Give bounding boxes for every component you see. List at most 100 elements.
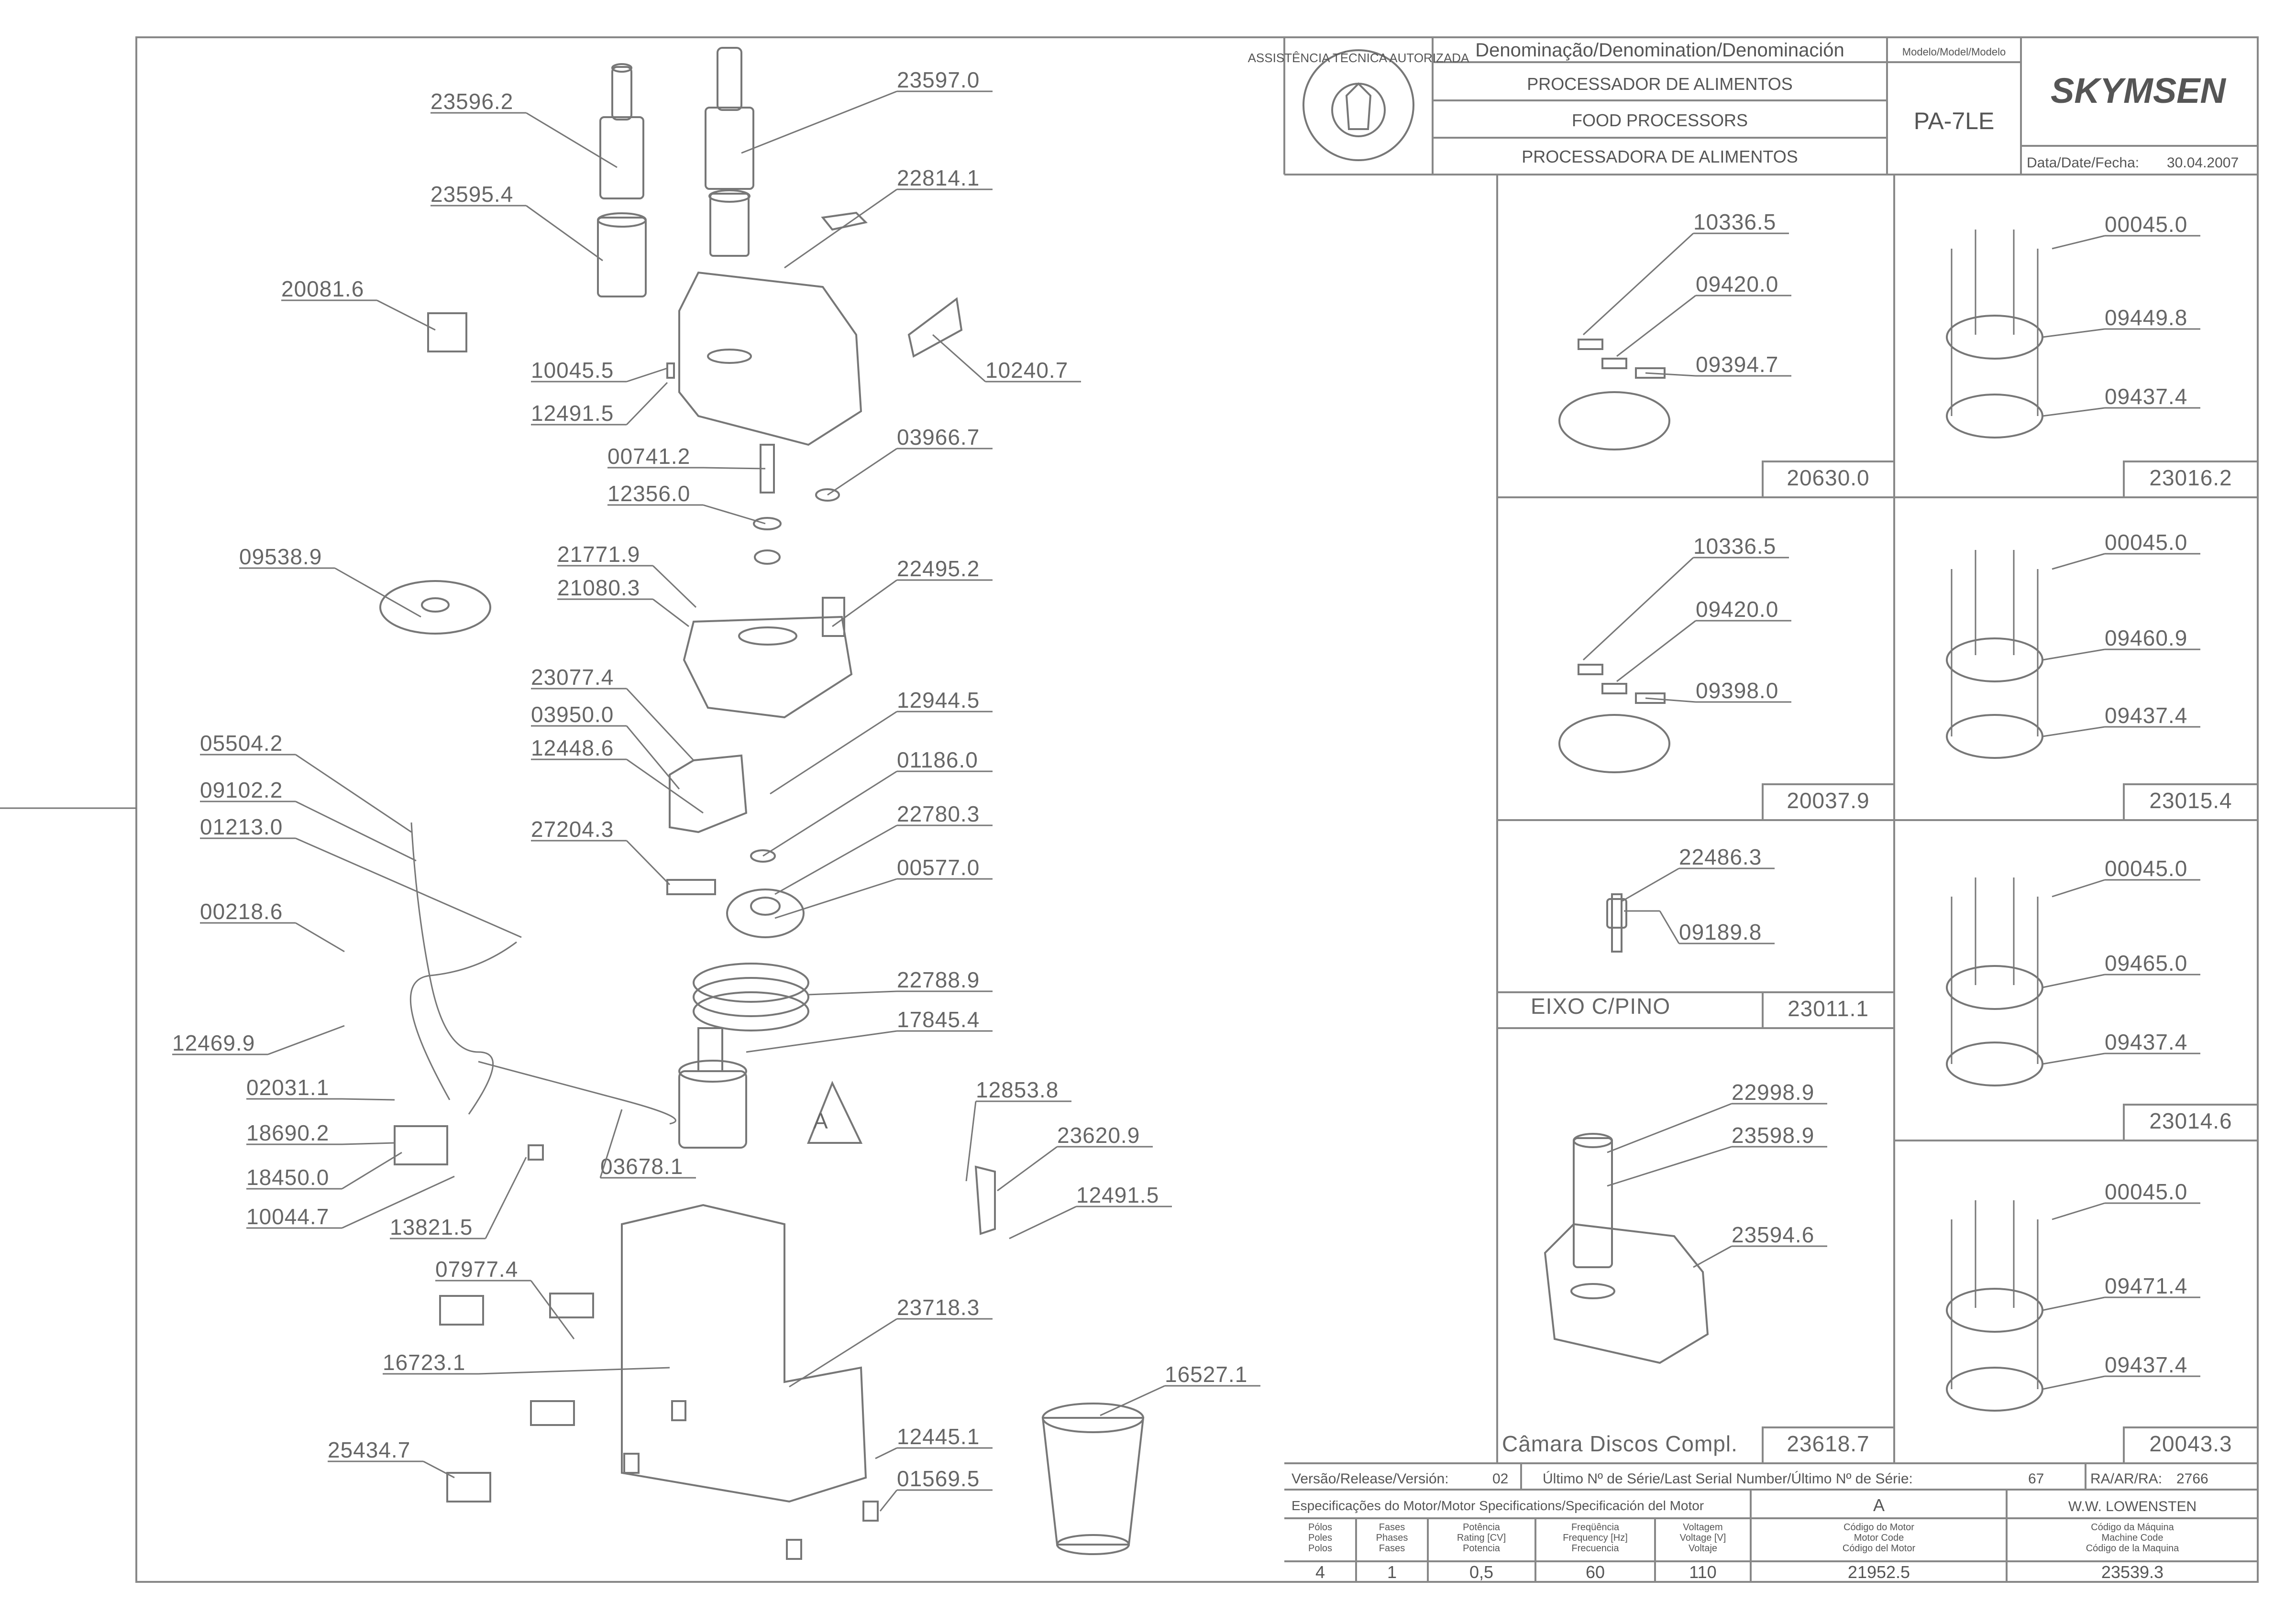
kit-part-number: 22486.3 <box>1679 844 1762 869</box>
bowl-base <box>683 615 853 719</box>
spec-value: 4 <box>1315 1562 1325 1582</box>
kit-part-number: 09189.8 <box>1679 920 1762 944</box>
leader-line <box>2052 235 2105 250</box>
brand-logo: SKYMSEN <box>2051 71 2227 110</box>
leader-line <box>875 1447 897 1459</box>
spec-header: Potência <box>1463 1522 1501 1533</box>
spec-header: Poles <box>1308 1533 1332 1543</box>
leader-line <box>2052 1202 2105 1220</box>
part-label-10045-5: 10045.5 <box>531 358 668 383</box>
disc-2-drawing <box>1946 550 2043 759</box>
kit-part-number: 00045.0 <box>2105 1179 2187 1204</box>
leader-line <box>770 711 897 795</box>
kit-caption: EIXO C/PINO <box>1531 994 1670 1019</box>
leader-line <box>342 1142 395 1145</box>
assistance-badge: ASSISTÊNCIA TÉCNICA AUTORIZADA <box>1248 49 1469 161</box>
leader-line <box>530 1280 575 1339</box>
leader-line <box>2042 407 2105 417</box>
part-number: 00741.2 <box>607 444 690 469</box>
spec-header: Pólos <box>1308 1522 1332 1533</box>
small-pusher <box>597 63 647 297</box>
spec-value: 1 <box>1387 1562 1397 1582</box>
part-label-23596-2: 23596.2 <box>430 89 618 168</box>
part-number: 13821.5 <box>390 1215 473 1239</box>
leader-line <box>652 598 689 627</box>
leader-line <box>342 1175 455 1229</box>
kit-part-number: 00045.0 <box>2105 212 2187 237</box>
leader-line <box>652 565 697 608</box>
spec-table: Versão/Release/Versión: 02 Último Nº de … <box>1284 1463 2258 1582</box>
detail-letter: A <box>813 1108 828 1133</box>
kit-code: 20630.0 <box>1787 465 1869 490</box>
part-number: 16723.1 <box>383 1350 465 1375</box>
leader-line <box>626 367 668 383</box>
part-number: 22495.2 <box>897 556 980 581</box>
leader-line <box>774 878 897 919</box>
part-label-00741-2: 00741.2 <box>607 444 766 470</box>
manufacturer: W.W. LOWENSTEN <box>2068 1499 2197 1514</box>
title-block: ASSISTÊNCIA TÉCNICA AUTORIZADA Denominaç… <box>1248 37 2258 175</box>
spec-header: Código do Motor <box>1843 1522 1914 1533</box>
leader-line <box>789 1318 897 1388</box>
part-label-05504-2: 05504.2 <box>200 731 412 833</box>
kit-3-drawing <box>1606 893 1660 953</box>
part-number: 05504.2 <box>200 731 283 756</box>
part-number: 00218.6 <box>200 899 283 924</box>
leader-line <box>626 688 695 761</box>
part-label-09538-9: 09538.9 <box>239 544 421 618</box>
leader-line <box>295 837 522 938</box>
cable-harness <box>409 822 676 1125</box>
kit-part-number: 10336.5 <box>1693 209 1776 234</box>
spec-header: Fases <box>1379 1522 1405 1533</box>
part-label-12445-1: 12445.1 <box>875 1424 993 1459</box>
denomination-header: Denominação/Denomination/Denominación <box>1475 40 1844 61</box>
part-label-20081-6: 20081.6 <box>281 276 436 331</box>
leader-line <box>703 504 766 525</box>
part-number: 09102.2 <box>200 778 283 802</box>
part-label-00577-0: 00577.0 <box>774 855 993 919</box>
leader-line <box>334 567 421 618</box>
kit-part-number: 09437.4 <box>2105 1352 2187 1377</box>
part-label-01213-0: 01213.0 <box>200 814 522 938</box>
part-number: 12448.6 <box>531 735 614 760</box>
version-value: 02 <box>1492 1471 1508 1487</box>
leader-line <box>1582 232 1694 336</box>
part-label-23597-0: 23597.0 <box>741 67 993 154</box>
date-label: Data/Date/Fecha: <box>2027 155 2139 171</box>
part-number: 10044.7 <box>246 1204 329 1229</box>
kit-4-drawing <box>1544 1133 1709 1364</box>
part-label-09102-2: 09102.2 <box>200 778 417 862</box>
spec-value: 0,5 <box>1469 1562 1493 1582</box>
model-header: Modelo/Model/Modelo <box>1902 46 2006 58</box>
part-number: 23595.4 <box>430 182 513 207</box>
kit-caption: Câmara Discos Compl. <box>1502 1431 1738 1456</box>
leader-line <box>1693 1245 1732 1268</box>
part-label-12944-5: 12944.5 <box>770 688 993 795</box>
part-number: 12491.5 <box>1076 1183 1159 1207</box>
part-number: 23596.2 <box>430 89 513 114</box>
part-label-17845-4: 17845.4 <box>746 1007 993 1053</box>
part-number: 12469.9 <box>172 1031 255 1055</box>
part-number: 07977.4 <box>435 1257 518 1282</box>
motor-spec-label: Especificações do Motor/Motor Specificat… <box>1292 1498 1704 1513</box>
pulley <box>726 888 805 938</box>
kit-part-number: 23598.9 <box>1732 1123 1814 1148</box>
version-label: Versão/Release/Versión: <box>1292 1471 1449 1487</box>
kit-part-number: 00045.0 <box>2105 856 2187 881</box>
spec-value: 110 <box>1689 1562 1716 1582</box>
part-number: 22788.9 <box>897 967 980 992</box>
spec-value: 21952.5 <box>1848 1562 1910 1582</box>
spec-header: Voltagem <box>1683 1522 1722 1533</box>
part-label-10044-7: 10044.7 <box>246 1175 455 1229</box>
main-part-labels: 23596.223597.023595.422814.120081.610045… <box>172 67 1260 1512</box>
kit-grid: 10336.509420.009394.720630.010336.509420… <box>1284 175 2259 1464</box>
part-label-23595-4: 23595.4 <box>430 182 603 262</box>
part-label-21771-9: 21771.9 <box>557 542 697 608</box>
blade-disc <box>379 580 491 635</box>
part-label-23077-4: 23077.4 <box>531 665 695 761</box>
part-label-01186-0: 01186.0 <box>762 747 993 857</box>
part-number: 23718.3 <box>897 1295 980 1320</box>
